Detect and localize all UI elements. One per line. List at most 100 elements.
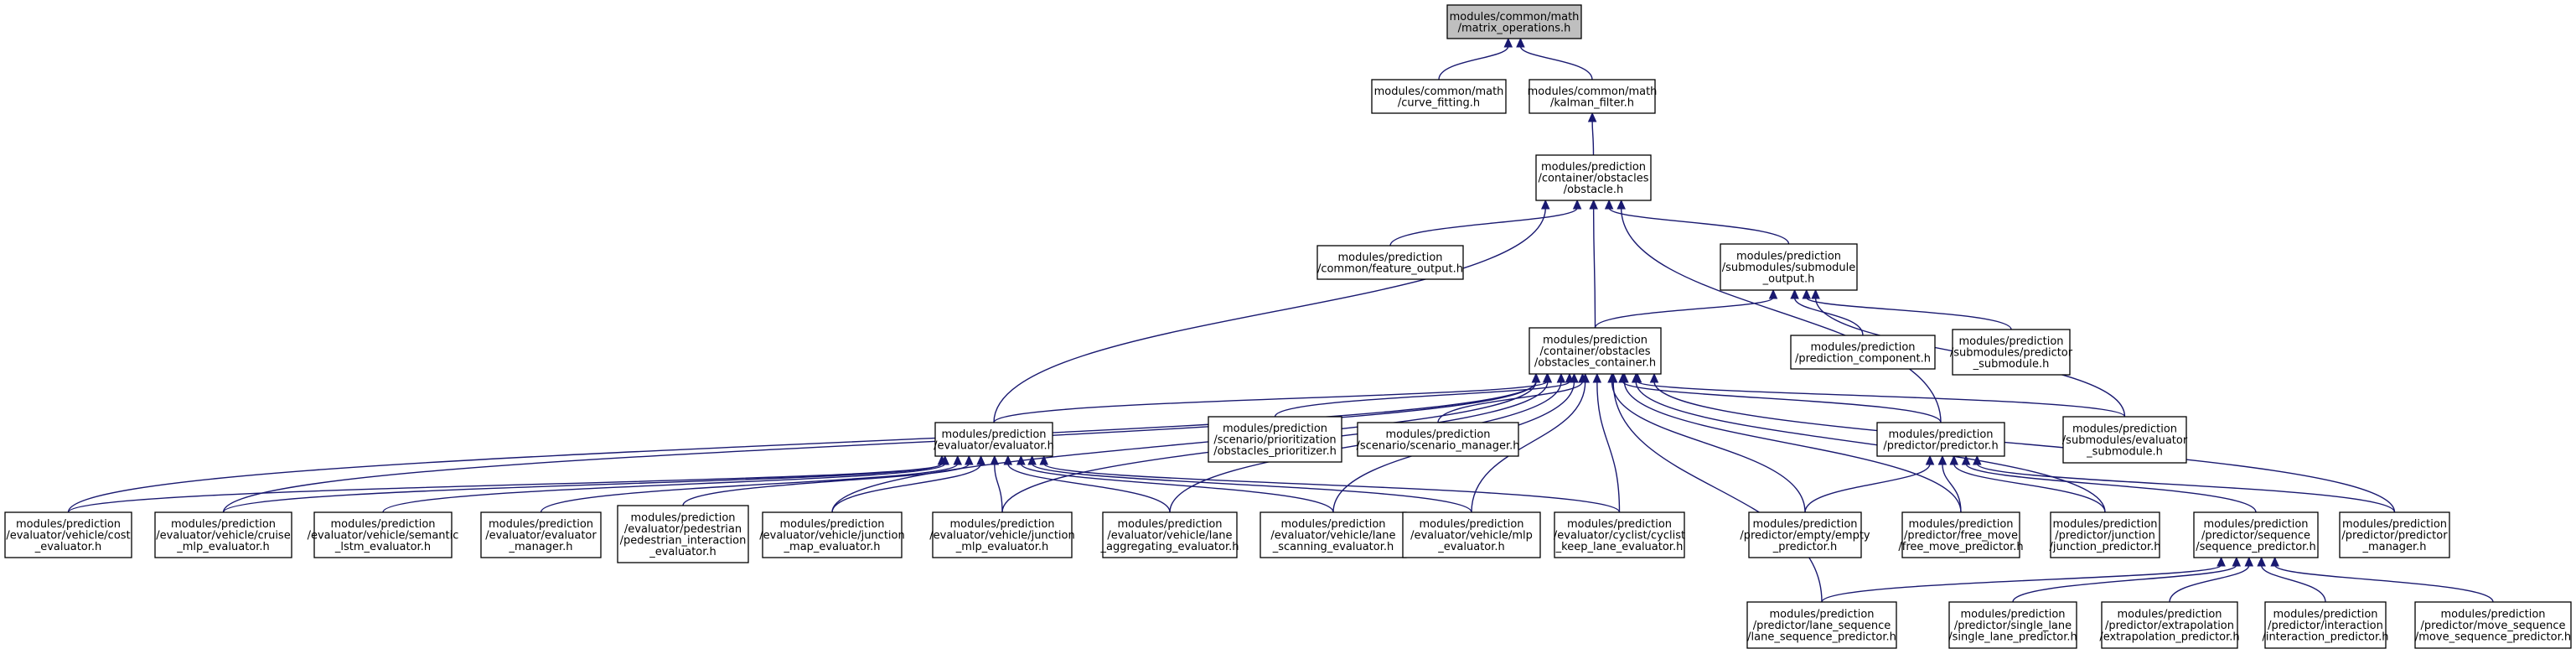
node-sequence-predictor[interactable]: modules/prediction/predictor/sequence/se… — [2193, 511, 2319, 558]
arrowhead-obstacles_container-to-submodule_output — [1768, 288, 1778, 299]
edge-junction_map_evaluator-to-obstacles_container — [831, 381, 1537, 513]
node-label-line: modules/prediction — [171, 518, 276, 531]
node-obstacles-container[interactable]: modules/prediction/container/obstacles/o… — [1529, 327, 1662, 375]
edge-extrapolation_predictor-to-sequence_predictor — [2169, 564, 2250, 603]
edge-cruise_mlp_evaluator-to-evaluator — [222, 463, 943, 513]
edge-mlp_evaluator-to-obstacles_container — [1471, 381, 1586, 513]
node-move-sequence-predictor[interactable]: modules/prediction/predictor/move_sequen… — [2414, 601, 2572, 649]
node-label-line: modules/prediction — [2273, 609, 2377, 621]
node-scenario-manager[interactable]: modules/prediction/scenario/scenario_man… — [1357, 422, 1520, 457]
arrowhead-predictor_submodule-to-submodule_output — [1802, 288, 1812, 299]
node-kalman-filter[interactable]: modules/common/math/kalman_filter.h — [1528, 79, 1658, 114]
node-box — [313, 511, 453, 558]
edge-predictor_manager-to-obstacles_container — [1653, 381, 2396, 513]
node-cyclist-keep-lane-evaluator[interactable]: modules/prediction/evaluator/cyclist/cyc… — [1554, 511, 1685, 558]
arrowhead-mlp_evaluator-to-obstacles_container — [1580, 372, 1590, 383]
edge-cyclist_keep_lane_evaluator-to-obstacles_container — [1596, 381, 1621, 513]
node-label-line: _evaluator.h — [1437, 541, 1505, 553]
edge-evaluator-to-obstacle — [993, 207, 1546, 423]
node-cruise-mlp-evaluator[interactable]: modules/prediction/evaluator/vehicle/cru… — [154, 511, 292, 558]
edge-obstacle-to-kalman_filter — [1591, 120, 1595, 156]
node-mlp-evaluator[interactable]: modules/prediction/evaluator/vehicle/mlp… — [1402, 511, 1541, 558]
node-junction-mlp-evaluator[interactable]: modules/prediction/evaluator/vehicle/jun… — [929, 511, 1075, 558]
node-box — [934, 422, 1053, 457]
edge-free_move_predictor-to-predictor — [1942, 463, 1962, 513]
node-lane-sequence-predictor[interactable]: modules/prediction/predictor/lane_sequen… — [1746, 601, 1897, 649]
node-label-line: /predictor/junction — [2055, 530, 2155, 542]
edge-junction_map_evaluator-to-evaluator — [831, 463, 982, 513]
node-single-lane-predictor[interactable]: modules/prediction/predictor/single_lane… — [1948, 601, 2077, 649]
node-box — [1402, 511, 1541, 558]
node-empty-predictor[interactable]: modules/prediction/predictor/empty/empty… — [1740, 511, 1870, 558]
arrowhead-obstacles_container-to-obstacle — [1589, 199, 1598, 210]
node-label-line: /predictor/interaction — [2268, 620, 2383, 632]
node-label-line: modules/prediction — [630, 511, 735, 524]
node-free-move-predictor[interactable]: modules/prediction/predictor/free_move/f… — [1898, 511, 2024, 558]
node-box — [2050, 511, 2160, 558]
node-label-line: /free_move_predictor.h — [1898, 541, 2023, 553]
arrowhead-free_move_predictor-to-obstacles_container — [1620, 372, 1629, 383]
node-label-line: modules/prediction — [1419, 518, 1523, 531]
node-label-line: _lstm_evaluator.h — [334, 541, 431, 553]
node-label-line: /evaluator/evaluator.h — [934, 439, 1054, 452]
arrowhead-kalman_filter-to-matrix_operations — [1516, 37, 1525, 48]
node-junction-predictor[interactable]: modules/prediction/predictor/junction/ju… — [2050, 511, 2161, 558]
node-label-line: modules/prediction — [2203, 518, 2308, 531]
arrowhead-lane_aggregating_evaluator-to-obstacles_container — [1556, 372, 1566, 383]
edge-move_sequence_predictor-to-sequence_predictor — [2273, 564, 2494, 603]
node-box — [1748, 511, 1862, 558]
node-semantic-lstm-evaluator[interactable]: modules/prediction/evaluator/vehicle/sem… — [308, 511, 459, 558]
node-prediction-component[interactable]: modules/prediction/prediction_component.… — [1790, 335, 1936, 370]
node-box — [1952, 329, 2071, 376]
node-label-line: /common/feature_output.h — [1317, 262, 1463, 275]
node-lane-aggregating-evaluator[interactable]: modules/prediction/evaluator/vehicle/lan… — [1100, 511, 1239, 558]
node-evaluator-manager[interactable]: modules/prediction/evaluator/evaluator_m… — [480, 511, 602, 558]
node-label-line: /container/obstacles — [1540, 345, 1651, 358]
node-feature-output[interactable]: modules/prediction/common/feature_output… — [1316, 245, 1464, 280]
node-curve-fitting[interactable]: modules/common/math/curve_fitting.h — [1371, 79, 1507, 114]
node-label-line: /predictor/lane_sequence — [1753, 620, 1891, 632]
node-label-line: _aggregating_evaluator.h — [1100, 541, 1239, 553]
node-label-line: modules/prediction — [1888, 428, 1993, 441]
nodes-layer: modules/common/math/matrix_operations.hm… — [4, 4, 2572, 649]
node-matrix-operations[interactable]: modules/common/math/matrix_operations.h — [1446, 4, 1582, 39]
node-cost-evaluator[interactable]: modules/prediction/evaluator/vehicle/cos… — [4, 511, 132, 558]
node-lane-scanning-evaluator[interactable]: modules/prediction/evaluator/vehicle/lan… — [1260, 511, 1407, 558]
arrowhead-submodule_output-to-obstacle — [1604, 199, 1614, 210]
arrowhead-junction_predictor-to-predictor — [1949, 454, 1958, 465]
edge-mlp_evaluator-to-evaluator — [1031, 463, 1472, 513]
node-extrapolation-predictor[interactable]: modules/prediction/predictor/extrapolati… — [2099, 601, 2240, 649]
node-label-line: /submodules/predictor — [1950, 347, 2073, 360]
edge-junction_mlp_evaluator-to-evaluator — [994, 463, 1003, 513]
node-interaction-predictor[interactable]: modules/prediction/predictor/interaction… — [2262, 601, 2389, 649]
node-label-line: /evaluator/vehicle/semantic — [308, 530, 459, 542]
arrowhead-predictor_manager-to-obstacles_container — [1649, 372, 1659, 383]
edge-kalman_filter-to-matrix_operations — [1519, 45, 1593, 80]
node-label-line: /move_sequence_predictor.h — [2415, 631, 2571, 644]
node-box — [154, 511, 292, 558]
node-predictor-manager[interactable]: modules/prediction/predictor/predictor_m… — [2339, 511, 2450, 558]
edge-interaction_predictor-to-sequence_predictor — [2260, 564, 2326, 603]
node-junction-map-evaluator[interactable]: modules/prediction/evaluator/vehicle/jun… — [759, 511, 905, 558]
arrowhead-extrapolation_predictor-to-sequence_predictor — [2244, 556, 2254, 567]
node-submodule-output[interactable]: modules/prediction/submodules/submodule_… — [1720, 243, 1858, 291]
arrowhead-lane_sequence_predictor-to-sequence_predictor — [2216, 556, 2226, 567]
edge-feature_output-to-obstacle — [1389, 207, 1578, 247]
edge-cruise_mlp_evaluator-to-obstacles_container — [222, 381, 1537, 513]
node-obstacles-prioritizer[interactable]: modules/prediction/scenario/prioritizati… — [1208, 416, 1342, 463]
node-obstacle[interactable]: modules/prediction/container/obstacles/o… — [1535, 154, 1652, 201]
node-label-line: /evaluator/evaluator — [485, 530, 597, 542]
node-label-line: /lane_sequence_predictor.h — [1747, 631, 1896, 644]
node-label-line: /obstacles_prioritizer.h — [1213, 445, 1337, 458]
node-evaluator-submodule[interactable]: modules/prediction/submodules/evaluator_… — [2062, 416, 2188, 464]
node-box — [2101, 601, 2238, 649]
arrowhead-evaluator_manager-to-evaluator — [953, 454, 963, 465]
node-evaluator[interactable]: modules/prediction/evaluator/evaluator.h — [934, 422, 1054, 457]
node-predictor-submodule[interactable]: modules/prediction/submodules/predictor_… — [1950, 329, 2073, 376]
node-label-line: _manager.h — [508, 541, 572, 553]
node-box — [1102, 511, 1238, 558]
node-label-line: /container/obstacles — [1539, 173, 1649, 185]
edge-scenario_manager-to-obstacles_container — [1437, 381, 1584, 423]
node-predictor[interactable]: modules/prediction/predictor/predictor.h — [1876, 422, 2005, 457]
node-pedestrian-interaction-evaluator[interactable]: modules/prediction/evaluator/pedestrian/… — [617, 505, 749, 563]
